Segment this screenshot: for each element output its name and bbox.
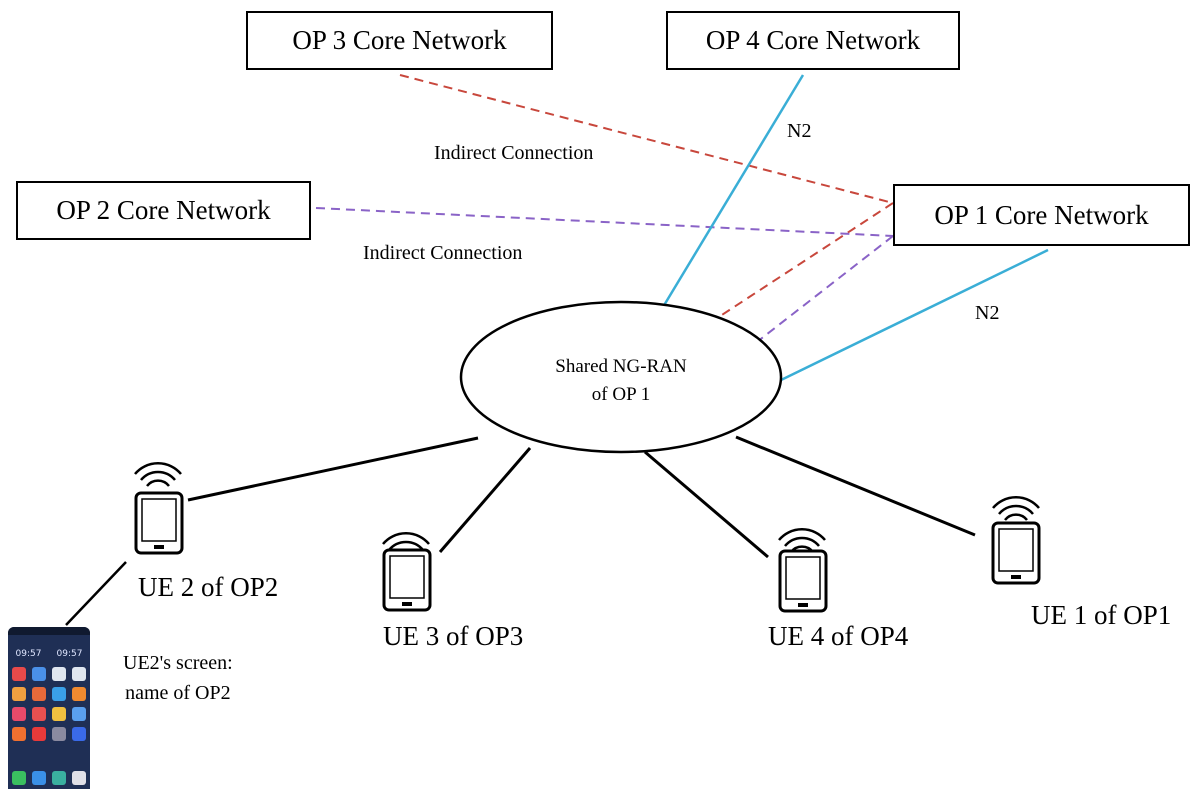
n2-label-op1: N2 [975, 302, 1000, 324]
app-icon [52, 667, 66, 681]
ue4-label: UE 4 of OP4 [768, 621, 909, 651]
tablet-icon [778, 549, 828, 613]
app-icon [72, 667, 86, 681]
op3-core-network: OP 3 Core Network [246, 11, 553, 70]
ran-ue2-link [187, 436, 479, 502]
ue2-device [134, 462, 184, 555]
app-icon [72, 707, 86, 721]
indirect-connection-label-op3: Indirect Connection [434, 142, 594, 164]
app-icon [12, 667, 26, 681]
messages-app-icon [32, 771, 46, 785]
n2-op4-line [658, 74, 805, 313]
app-icon [12, 727, 26, 741]
tablet-icon [134, 491, 184, 555]
app-icon [32, 687, 46, 701]
ue2-label: UE 2 of OP2 [138, 572, 279, 602]
ran-ue3-link [438, 447, 532, 553]
app-icon [52, 707, 66, 721]
clock-right: 09:57 [56, 649, 83, 659]
app-icon [72, 687, 86, 701]
wifi-signal-icon [134, 462, 182, 487]
indirect-op2-line [315, 207, 894, 237]
camera-app-icon [72, 771, 86, 785]
ran-label-line1: Shared NG-RAN [555, 356, 687, 377]
ue2-screen-caption: UE2's screen: name of OP2 [123, 648, 233, 708]
tablet-icon [382, 548, 432, 612]
ran-label-line2: of OP 1 [591, 384, 651, 405]
tablet-icon [991, 521, 1041, 585]
app-icon [72, 727, 86, 741]
ran-ue4-link [644, 450, 769, 559]
n2-label-op4: N2 [787, 120, 812, 142]
indirect-op3-line [399, 74, 894, 204]
ue3-device [382, 532, 432, 612]
n2-op1-line [778, 248, 1049, 383]
op1-core-network: OP 1 Core Network [893, 184, 1190, 246]
clock-widgets: 09:57 09:57 [8, 649, 90, 659]
app-dock [8, 771, 90, 785]
ue1-device [991, 496, 1041, 585]
ran-ue1-link [735, 435, 976, 537]
screen-caption-line1: UE2's screen: [123, 652, 233, 674]
app-grid [8, 667, 90, 741]
op4-core-network: OP 4 Core Network [666, 11, 960, 70]
app-icon [52, 687, 66, 701]
indirect-connection-label-op2: Indirect Connection [363, 242, 523, 264]
app-icon [32, 667, 46, 681]
app-icon [52, 727, 66, 741]
wifi-signal-icon [778, 528, 826, 553]
app-icon [12, 687, 26, 701]
screen-caption-line2: name of OP2 [125, 682, 231, 704]
app-icon [32, 707, 46, 721]
shared-ng-ran [459, 300, 783, 454]
indirect-op2-ran-line [752, 235, 894, 346]
status-bar [8, 627, 90, 635]
smartphone-screenshot: 09:57 09:57 [8, 627, 90, 789]
app-icon [32, 727, 46, 741]
ue1-label: UE 1 of OP1 [1031, 600, 1172, 630]
phone-app-icon [12, 771, 26, 785]
ue3-label: UE 3 of OP3 [383, 621, 524, 651]
op2-core-network: OP 2 Core Network [16, 181, 311, 240]
shared-ng-ran-label: Shared NG-RAN of OP 1 [501, 353, 741, 409]
indirect-op3-ran-line [704, 202, 894, 327]
app-icon [12, 707, 26, 721]
ue2-screen-link [65, 561, 127, 626]
clock-left: 09:57 [15, 649, 42, 659]
ue4-device [778, 528, 828, 613]
wifi-signal-icon [992, 496, 1040, 521]
browser-app-icon [52, 771, 66, 785]
